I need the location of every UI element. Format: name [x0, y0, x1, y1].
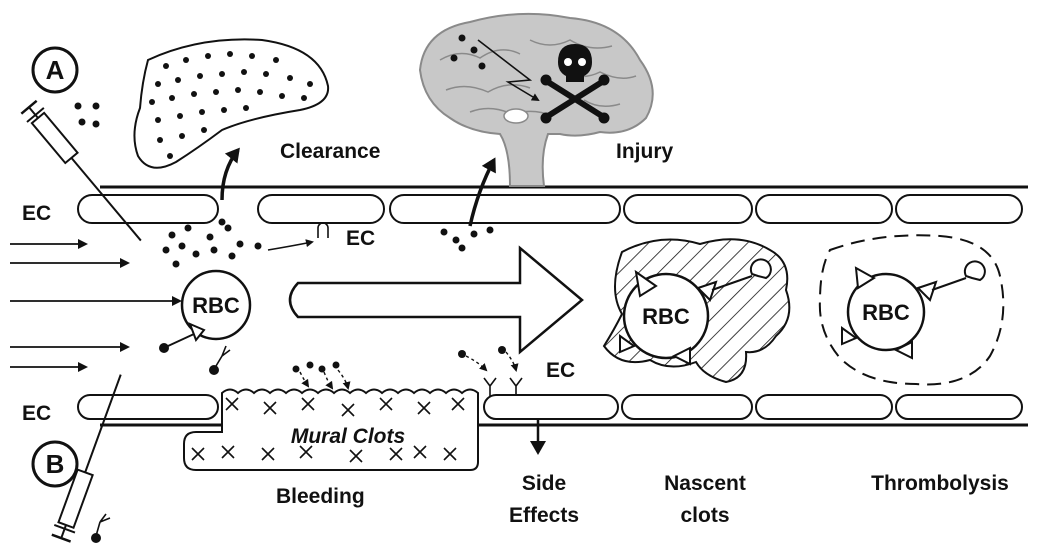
syringe-bottom-icon	[51, 374, 122, 543]
ec-label-bottom-left: EC	[22, 402, 51, 425]
thrombolysis-region	[818, 234, 1005, 386]
mural-clot-region	[183, 388, 479, 471]
rbc-label-left: RBC	[192, 293, 240, 318]
rbc-label-right: RBC	[862, 300, 910, 325]
receptor-top	[267, 222, 329, 251]
clearance-arrow	[220, 147, 240, 201]
injury-label: Injury	[616, 140, 673, 163]
nascent-clots-label-line1: Nascent	[664, 472, 746, 495]
svg-text:A: A	[46, 55, 65, 85]
syringe-top-icon	[20, 99, 142, 242]
ligand-bottom	[91, 513, 111, 543]
vessel-wall-bottom	[77, 394, 1028, 427]
ec-label-bottom-mid: EC	[546, 359, 575, 382]
ec-label-top-mid: EC	[346, 227, 375, 250]
ec-label-top-left: EC	[22, 202, 51, 225]
side-effect-receptors	[458, 346, 523, 396]
brain-icon	[418, 12, 654, 187]
injury-arrow	[468, 157, 496, 227]
big-flow-arrow	[288, 245, 584, 355]
liver-icon	[133, 38, 330, 169]
rbc-left	[159, 269, 252, 375]
marker-b: B	[31, 440, 79, 488]
marker-a: A	[31, 46, 79, 94]
nascent-clots-label-line2: clots	[680, 504, 729, 527]
nascent-clot	[602, 238, 791, 384]
side-effects-label-line1: Side	[522, 472, 566, 495]
clearance-label: Clearance	[280, 140, 380, 163]
side-effects-label-line2: Effects	[509, 504, 579, 527]
vessel-wall-top	[77, 185, 1028, 224]
particle-drift-arrows	[299, 369, 351, 390]
bleeding-label: Bleeding	[276, 485, 365, 508]
thrombolysis-label: Thrombolysis	[871, 472, 1009, 495]
flow-arrows	[10, 239, 182, 372]
svg-text:B: B	[46, 449, 65, 479]
skull-crossbones-icon	[540, 44, 610, 124]
nanoparticles	[74, 102, 494, 373]
rbc-label-mid: RBC	[642, 304, 690, 329]
mural-clots-label: Mural Clots	[291, 425, 405, 448]
